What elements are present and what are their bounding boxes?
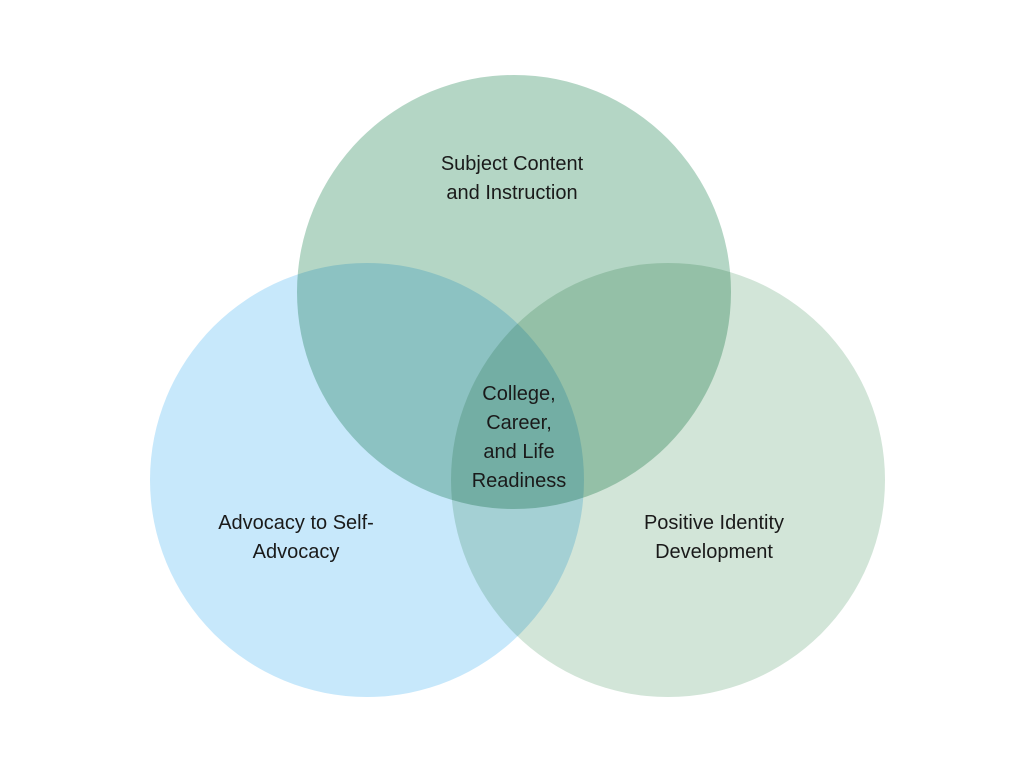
label-positive-identity-development: Positive Identity Development: [643, 512, 785, 563]
label-college-career-life-readiness: College, Career, and Life Readiness: [471, 383, 567, 492]
label-subject-content: Subject Content and Instruction: [440, 153, 584, 204]
circle-positive-identity-development: [451, 263, 885, 697]
circle-advocacy-to-self-advocacy: [150, 263, 584, 697]
label-advocacy-to-self-advocacy: Advocacy to Self- Advocacy: [218, 512, 374, 563]
